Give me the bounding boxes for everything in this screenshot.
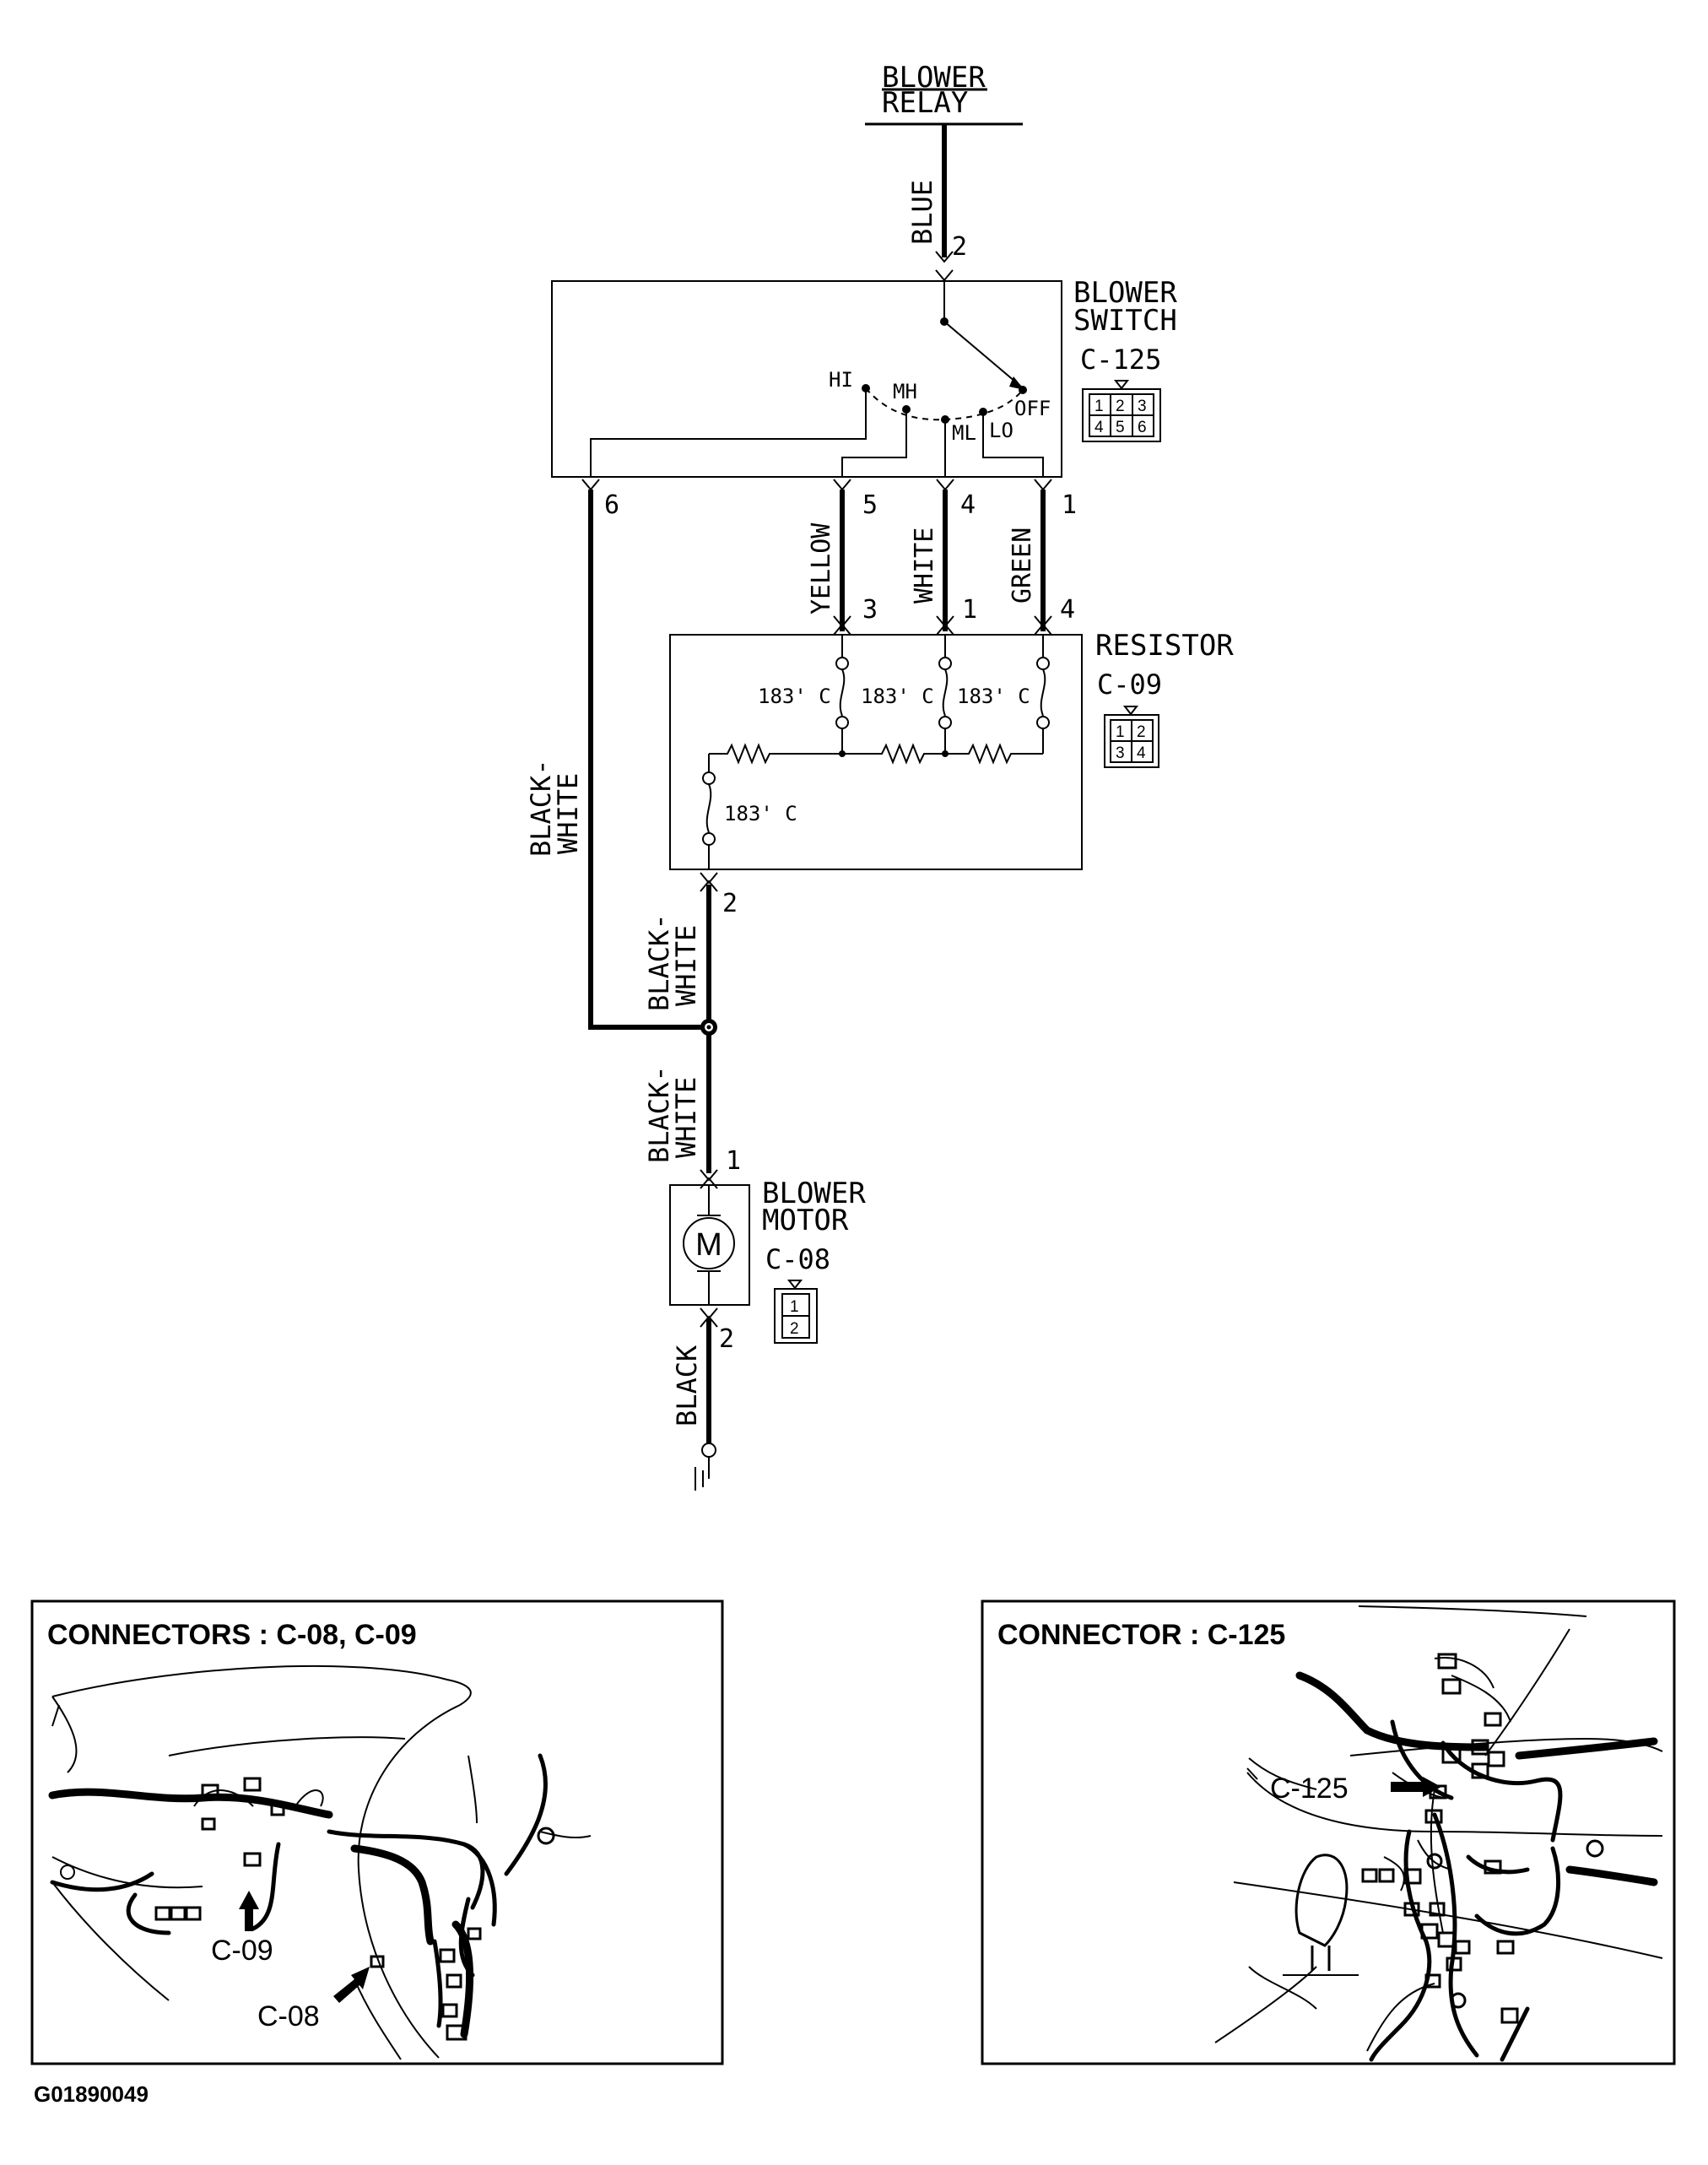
connector-face-c125: 1 2 3 4 5 6 [1082, 380, 1161, 442]
wire-black-white: BLACK- WHITE BLACK- WHITE BLACK- WHITE [525, 490, 717, 1173]
wire-label-bw-a2: WHITE [552, 773, 584, 854]
fuse-temp-3: 183' C [957, 685, 1030, 708]
wire-black-ground: BLACK [671, 1318, 716, 1491]
blower-motor: 1 M BLOWER MOTOR C-08 1 2 2 [669, 1146, 866, 1354]
locator-c08-c09: CONNECTORS : C-08, C-09 [30, 1599, 724, 2065]
resistor-label: RESISTOR [1095, 629, 1234, 663]
pin-sw-1: 1 [1062, 490, 1077, 520]
svg-text:1: 1 [790, 1298, 799, 1316]
svg-text:4: 4 [1095, 419, 1104, 436]
resistor-connector-id: C-09 [1097, 668, 1162, 701]
locator-right-title: CONNECTOR : C-125 [997, 1619, 1285, 1651]
pin-res-4: 4 [1060, 595, 1075, 625]
wire-label-white: WHITE [910, 528, 939, 603]
callout-c125: C-125 [1270, 1773, 1349, 1805]
motor-label-line1: BLOWER [762, 1177, 866, 1210]
switch-pos-hi: HI [829, 368, 853, 392]
pin-sw-6: 6 [604, 490, 619, 520]
wire-label-bw-c1: BLACK- [643, 1065, 675, 1163]
motor-symbol: M [695, 1227, 722, 1263]
motor-connector-id: C-08 [765, 1243, 830, 1275]
pin-motor-2: 2 [719, 1324, 734, 1354]
pin-sw-5: 5 [862, 490, 878, 520]
callout-c08: C-08 [257, 2000, 320, 2032]
callout-c09: C-09 [211, 1935, 273, 1967]
switch-pos-ml: ML [952, 421, 976, 445]
switch-connector-id: C-125 [1080, 344, 1161, 376]
svg-text:4: 4 [1137, 744, 1146, 762]
switch-pin-arrows: 6 5 4 1 [581, 479, 1077, 520]
wire-label-bw-a1: BLACK- [525, 759, 557, 857]
switch-pos-lo: LO [989, 419, 1013, 442]
wire-label-bw-b2: WHITE [670, 925, 702, 1006]
pin-res-2: 2 [722, 889, 738, 918]
locator-c125: CONNECTOR : C-125 [981, 1599, 1676, 2065]
figure-id: G01890049 [34, 2081, 149, 2107]
locator-left-title: CONNECTORS : C-08, C-09 [47, 1619, 417, 1651]
svg-text:3: 3 [1138, 398, 1147, 415]
switch-pos-mh: MH [893, 380, 917, 403]
pin-sw-4: 4 [960, 490, 976, 520]
resistor: RESISTOR C-09 1 2 3 4 183' C 183' [669, 629, 1234, 870]
svg-text:5: 5 [1116, 419, 1125, 436]
svg-text:2: 2 [790, 1320, 799, 1338]
wire-label-blue: BLUE [906, 180, 938, 245]
svg-text:2: 2 [1116, 398, 1125, 415]
connector-face-c08: 1 2 [774, 1280, 818, 1344]
blower-relay: BLOWER RELAY [865, 61, 1023, 126]
switch-label-line2: SWITCH [1073, 304, 1177, 338]
wire-blue: BLUE 2 [906, 124, 967, 282]
wire-label-bw-b1: BLACK- [643, 913, 675, 1011]
motor-label-line2: MOTOR [762, 1204, 849, 1237]
wire-label-black: BLACK [671, 1345, 703, 1426]
blower-switch: BLOWER SWITCH C-125 1 2 3 4 5 6 HI [551, 276, 1177, 478]
resistor-output: 2 [700, 872, 738, 918]
fuse-temp-2: 183' C [861, 685, 934, 708]
svg-text:6: 6 [1138, 419, 1147, 436]
pin-res-1: 1 [962, 595, 977, 625]
svg-text:3: 3 [1116, 744, 1125, 762]
relay-label-line2: RELAY [882, 86, 968, 120]
pin-res-3: 3 [862, 595, 878, 625]
wire-label-green: GREEN [1008, 528, 1037, 603]
svg-text:2: 2 [1137, 723, 1146, 741]
connector-face-c09: 1 2 3 4 [1104, 706, 1159, 768]
svg-text:1: 1 [1095, 398, 1104, 415]
wires-switch-to-resistor: YELLOW WHITE GREEN 3 1 4 [807, 490, 1075, 636]
switch-pos-off: OFF [1014, 397, 1051, 420]
pin-relay-2: 2 [952, 232, 967, 262]
switch-label-line1: BLOWER [1073, 276, 1177, 310]
fuse-temp-1: 183' C [758, 685, 831, 708]
wire-label-bw-c2: WHITE [670, 1077, 702, 1158]
pin-motor-1: 1 [726, 1146, 741, 1176]
fuse-temp-4: 183' C [724, 802, 797, 825]
svg-text:1: 1 [1116, 723, 1125, 741]
wire-label-yellow: YELLOW [807, 522, 836, 614]
